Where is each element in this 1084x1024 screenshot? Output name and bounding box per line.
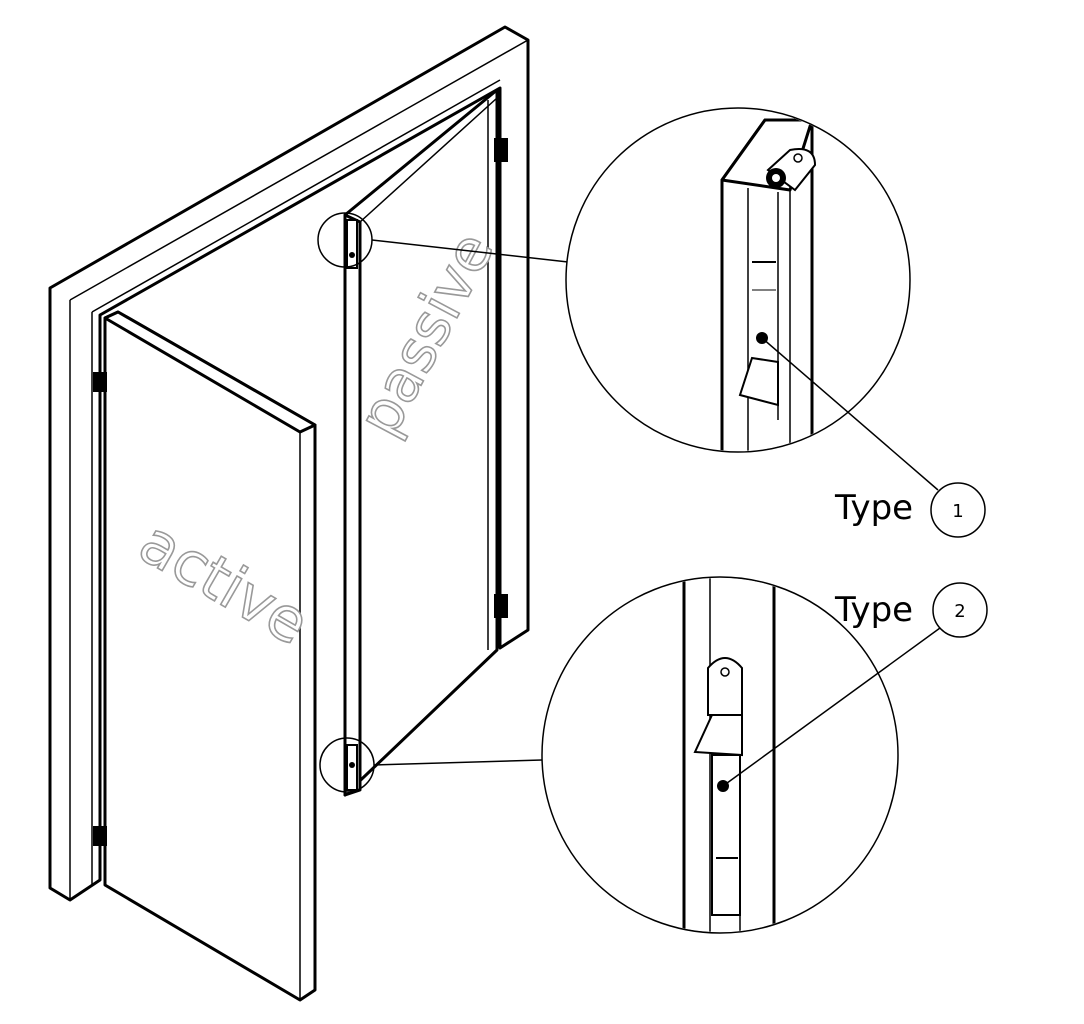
callout-type-1: Type 1	[834, 482, 986, 538]
callout-type-2: Type 2	[834, 582, 988, 638]
callout-type-label: Type	[834, 488, 913, 528]
flush-bolt-icon	[346, 219, 358, 791]
passive-door-leaf: passive	[343, 88, 508, 797]
detail-view-type-2	[541, 576, 941, 934]
callout-number: 1	[952, 501, 963, 522]
callout-number-circle	[932, 582, 988, 638]
door-frame	[48, 25, 530, 902]
callout-number: 2	[954, 601, 965, 622]
active-door-leaf: active	[103, 310, 321, 1002]
callout-number-circle	[930, 482, 986, 538]
hinge-icon	[93, 138, 508, 846]
callout-type-label: Type	[834, 590, 913, 630]
detail-view-type-1	[565, 107, 939, 491]
